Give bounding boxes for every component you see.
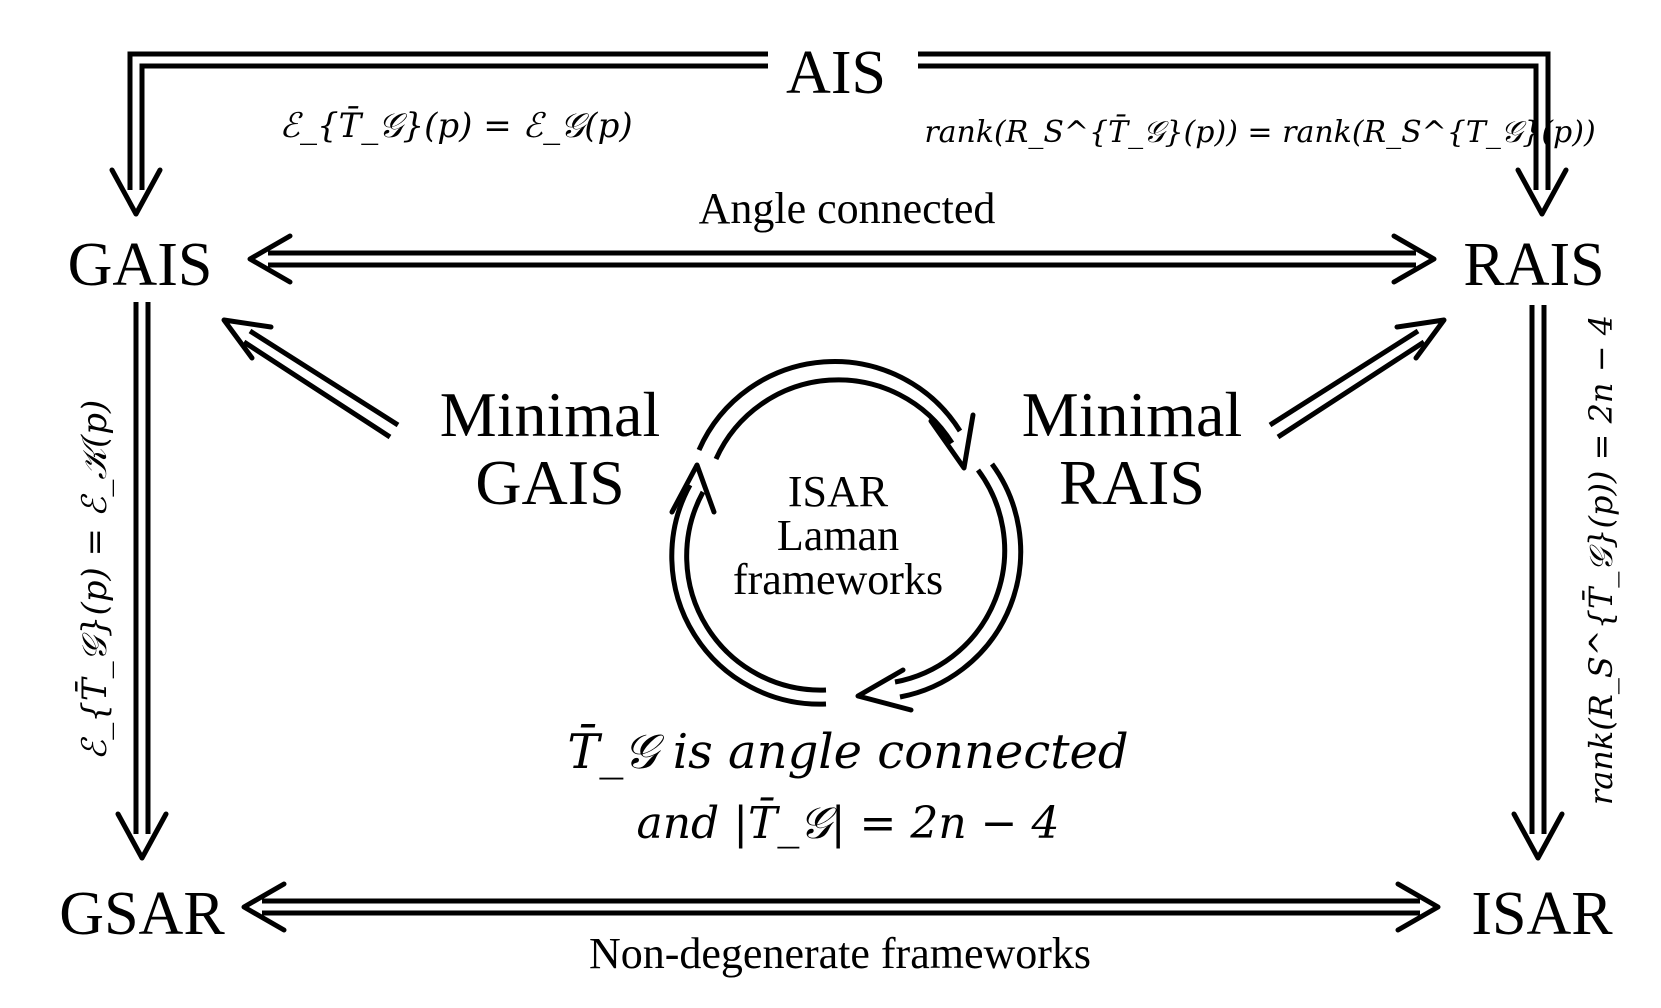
node-ais: AIS [786,39,886,107]
label-gsar-isar: Non-degenerate frameworks [589,929,1091,978]
node-minimal-gais-line2: GAIS [475,447,624,518]
node-minimal-gais-line1: Minimal [440,379,660,450]
node-gais: GAIS [68,231,213,299]
node-minimal-rais-line2: RAIS [1059,447,1205,518]
arrow-ais-to-rais [918,51,1569,217]
node-center-line3: frameworks [733,555,943,604]
label-gais-to-gsar: ℰ_{T̄_𝒢}(p) = ℰ_𝒦(p) [74,400,115,761]
arrow-minimal-gais-to-gais [221,317,400,440]
label-ais-to-gais: ℰ_{T̄_𝒢}(p) = ℰ_𝒢(p) [279,105,632,146]
cycle-arrow-right [855,462,1024,713]
label-gais-rais: Angle connected [699,184,996,233]
cycle-arrow-top [696,358,976,471]
arrow-rais-to-isar [1511,305,1565,861]
label-rais-to-isar: rank(R_S^{T̄_𝒢}(p)) = 2n − 4 [1582,315,1620,805]
arrow-minimal-rais-to-rais [1268,317,1447,440]
arrow-gais-to-gsar [115,302,169,861]
label-cycle-condition-line1: T̄_𝒢 is angle connected [567,722,1128,780]
arrow-ais-to-gais [109,51,768,217]
node-center-line1: ISAR [788,467,889,516]
arrow-gsar-isar [241,881,1441,933]
label-ais-to-rais: rank(R_S^{T̄_𝒢}(p)) = rank(R_S^{T_𝒢}(p)) [924,114,1595,150]
node-isar: ISAR [1471,880,1613,948]
arrow-gais-rais [247,233,1437,285]
cycle-arrow-left [669,462,827,707]
node-minimal-rais-line1: Minimal [1022,379,1242,450]
label-cycle-condition-line2: and |T̄_𝒢| = 2n − 4 [636,796,1059,849]
node-rais: RAIS [1463,231,1604,299]
node-center-line2: Laman [777,511,899,560]
node-gsar: GSAR [59,880,225,948]
